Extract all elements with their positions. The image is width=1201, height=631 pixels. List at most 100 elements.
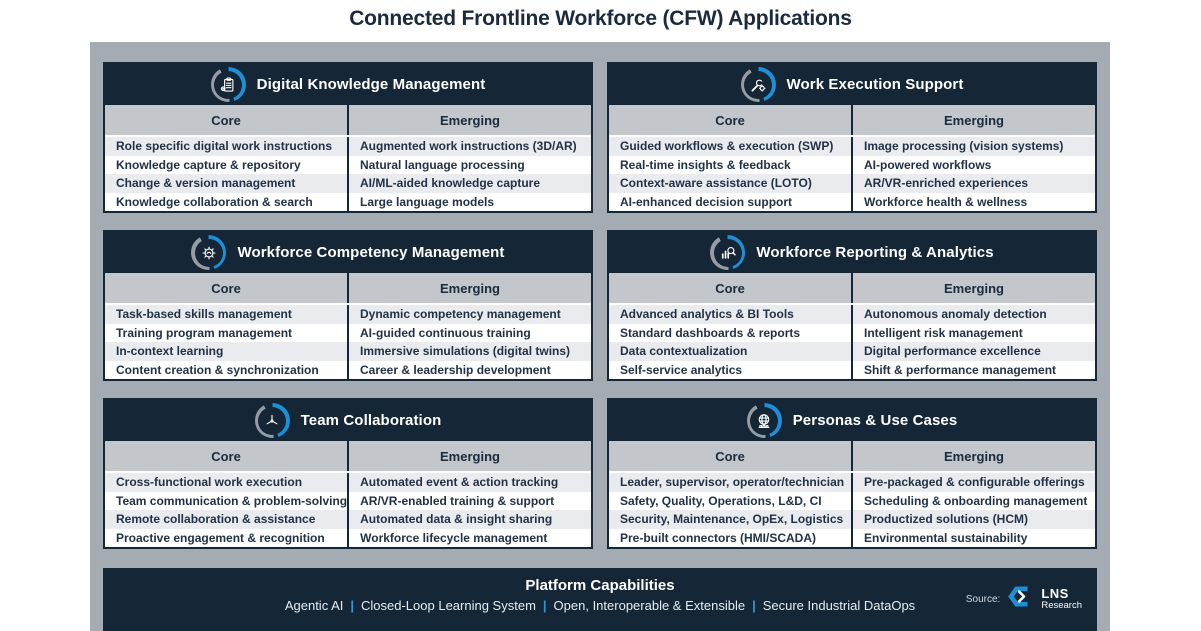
list-item: Task-based skills management	[105, 305, 347, 324]
column-headers: Core Emerging	[609, 273, 1095, 305]
list-item: Leader, supervisor, operator/technician	[609, 473, 851, 492]
list-item: AI-powered workflows	[853, 155, 1095, 174]
hands-together-icon	[258, 406, 287, 435]
panel-header: Workforce Reporting & Analytics	[609, 232, 1095, 273]
list-item: AI/ML-aided knowledge capture	[349, 174, 591, 193]
list-item: Pre-packaged & configurable offerings	[853, 473, 1095, 492]
panel-digital-knowledge-management: Digital Knowledge Management Core Emergi…	[103, 62, 593, 213]
chart-magnifier-icon	[713, 238, 742, 267]
panel-badge	[191, 235, 227, 270]
source-attribution: Source: LNS Research	[966, 583, 1082, 615]
capability-item: Closed-Loop Learning System	[361, 598, 536, 613]
list-item: Dynamic competency management	[349, 305, 591, 324]
panel-title: Team Collaboration	[300, 412, 442, 429]
logo-subname: Research	[1041, 600, 1082, 612]
core-header: Core	[715, 448, 745, 464]
emerging-header: Emerging	[347, 441, 591, 471]
core-header: Core	[715, 112, 745, 128]
emerging-items: Image processing (vision systems)AI-powe…	[851, 137, 1095, 211]
list-item: Immersive simulations (digital twins)	[349, 342, 591, 361]
column-headers: Core Emerging	[105, 105, 591, 137]
list-item: Content creation & synchronization	[105, 360, 347, 379]
panel-title: Workforce Reporting & Analytics	[756, 244, 994, 261]
panel-personas-use-cases: Personas & Use Cases Core Emerging Leade…	[607, 398, 1097, 549]
platform-capabilities-bar: Platform Capabilities Agentic AI | Closed-…	[103, 568, 1097, 631]
panel-title: Digital Knowledge Management	[256, 76, 486, 93]
list-item: Safety, Quality, Operations, L&D, CI	[609, 491, 851, 510]
panel-header: Workforce Competency Management	[105, 232, 591, 273]
list-item: Security, Maintenance, OpEx, Logistics	[609, 510, 851, 529]
panel-header: Personas & Use Cases	[609, 400, 1095, 441]
emerging-items: Augmented work instructions (3D/AR)Natur…	[347, 137, 591, 211]
clipboard-gear-icon	[214, 70, 243, 99]
separator: |	[542, 598, 547, 613]
core-header: Core	[715, 280, 745, 296]
emerging-header: Emerging	[851, 273, 1095, 303]
list-item: Context-aware assistance (LOTO)	[609, 174, 851, 193]
panel-badge	[254, 403, 290, 438]
list-item: Augmented work instructions (3D/AR)	[349, 137, 591, 156]
emerging-header: Emerging	[851, 105, 1095, 135]
panel-badge	[710, 235, 746, 270]
panel-work-execution-support: Work Execution Support Core Emerging Gui…	[607, 62, 1097, 213]
capability-item: Open, Interoperable & Extensible	[553, 598, 746, 613]
list-item: Role specific digital work instructions	[105, 137, 347, 156]
wrench-gear-icon	[744, 70, 773, 99]
list-item: Digital performance excellence	[853, 342, 1095, 361]
panel-header: Team Collaboration	[105, 400, 591, 441]
list-item: In-context learning	[105, 342, 347, 361]
panel-title: Workforce Competency Management	[237, 244, 505, 261]
list-item: Cross-functional work execution	[105, 473, 348, 492]
capability-item: Agentic AI	[284, 598, 344, 613]
panel-badge	[740, 67, 776, 102]
list-item: Automated event & action tracking	[349, 473, 591, 492]
core-items: Guided workflows & execution (SWP)Real-t…	[609, 137, 851, 211]
panel-team-collaboration: Team Collaboration Core Emerging Cross-f…	[103, 398, 593, 549]
platform-capabilities-title: Platform Capabilities	[525, 577, 675, 594]
panel-workforce-competency-management: Workforce Competency Management Core Eme…	[103, 230, 593, 381]
core-header: Core	[211, 112, 241, 128]
list-item: Productized solutions (HCM)	[853, 510, 1095, 529]
panel-badge	[746, 403, 782, 438]
capability-item: Secure Industrial DataOps	[762, 598, 916, 613]
core-header: Core	[211, 448, 241, 464]
separator: |	[752, 598, 756, 613]
emerging-header: Emerging	[347, 105, 591, 135]
list-item: Workforce health & wellness	[853, 192, 1095, 211]
list-item: Image processing (vision systems)	[853, 137, 1095, 156]
list-item: AR/VR-enriched experiences	[853, 174, 1095, 193]
list-item: Scheduling & onboarding management	[853, 491, 1095, 510]
panel-header: Digital Knowledge Management	[105, 64, 591, 105]
core-header: Core	[211, 280, 241, 296]
panel-header: Work Execution Support	[609, 64, 1095, 105]
diagram-frame: Digital Knowledge Management Core Emergi…	[90, 42, 1110, 631]
gear-icon	[194, 238, 223, 267]
globe-factory-icon	[750, 406, 779, 435]
column-headers: Core Emerging	[609, 441, 1095, 473]
list-item: Training program management	[105, 323, 347, 342]
source-label: Source:	[965, 593, 1001, 605]
list-item: Remote collaboration & assistance	[105, 510, 348, 529]
lns-logo-text: LNS Research	[1041, 587, 1082, 611]
panel-title: Work Execution Support	[786, 76, 964, 93]
panel-title: Personas & Use Cases	[792, 412, 958, 429]
items-area: Guided workflows & execution (SWP)Real-t…	[609, 137, 1095, 211]
logo-name: LNS	[1041, 586, 1069, 602]
list-item: Team communication & problem-solving	[105, 491, 348, 510]
list-item: Pre-built connectors (HMI/SCADA)	[609, 528, 851, 547]
column-headers: Core Emerging	[105, 441, 591, 473]
list-item: Knowledge capture & repository	[105, 155, 347, 174]
list-item: Career & leadership development	[349, 360, 591, 379]
list-item: Proactive engagement & recognition	[105, 528, 348, 547]
column-headers: Core Emerging	[105, 273, 591, 305]
list-item: Environmental sustainability	[853, 528, 1095, 547]
list-item: Workforce lifecycle management	[349, 528, 591, 547]
